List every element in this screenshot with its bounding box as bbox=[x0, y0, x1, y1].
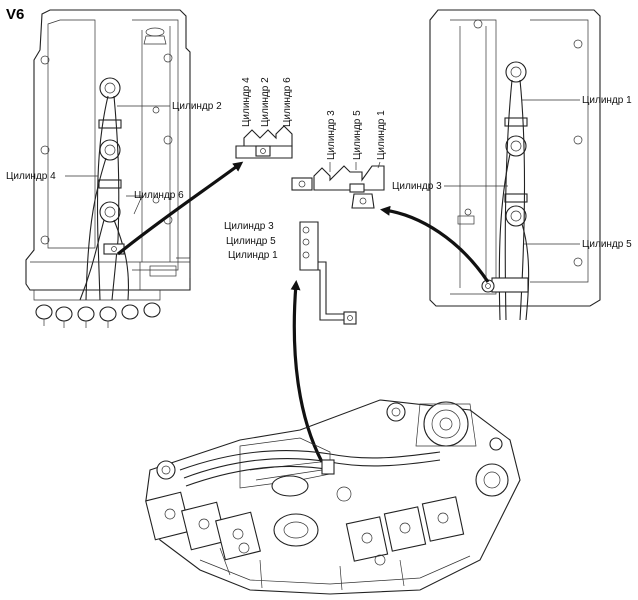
wire-clamp-even-cylinders bbox=[235, 125, 293, 159]
bracket-label-cyl5: Цилиндр 5 bbox=[226, 236, 276, 247]
left-head-label-cyl2: Цилиндр 2 bbox=[172, 101, 222, 112]
right-head-label-cyl5: Цилиндр 5 bbox=[582, 239, 632, 250]
arrow-right-head-to-odd-clamp bbox=[380, 205, 490, 283]
clamp-odd-label-cyl1: Цилиндр 1 bbox=[376, 110, 387, 160]
left-cylinder-head bbox=[25, 9, 191, 328]
clamp-odd-label-cyl5: Цилиндр 5 bbox=[352, 110, 363, 160]
diagram-title: V6 bbox=[6, 6, 24, 23]
right-cylinder-head bbox=[429, 9, 601, 321]
wire-clamp-odd-cylinders bbox=[291, 165, 385, 209]
clamp-even-label-cyl6: Цилиндр 6 bbox=[282, 77, 293, 127]
clamp-even-label-cyl4: Цилиндр 4 bbox=[241, 77, 252, 127]
right-head-label-cyl1: Цилиндр 1 bbox=[582, 95, 632, 106]
bracket-label-cyl3: Цилиндр 3 bbox=[224, 221, 274, 232]
left-head-label-cyl4: Цилиндр 4 bbox=[6, 171, 56, 182]
right-head-label-cyl3: Цилиндр 3 bbox=[392, 181, 442, 192]
clamp-odd-label-cyl3: Цилиндр 3 bbox=[326, 110, 337, 160]
bracket-label-cyl1: Цилиндр 1 bbox=[228, 250, 278, 261]
arrow-engine-to-bracket bbox=[290, 280, 324, 463]
arrow-left-head-to-even-clamp bbox=[116, 161, 244, 256]
wire-clamp-bracket bbox=[299, 221, 357, 325]
left-head-label-cyl6: Цилиндр 6 bbox=[134, 190, 184, 201]
label-leader-left-cyl6 bbox=[126, 195, 143, 215]
clamp-even-label-cyl2: Цилиндр 2 bbox=[260, 77, 271, 127]
v6-engine-assembly bbox=[145, 399, 521, 595]
